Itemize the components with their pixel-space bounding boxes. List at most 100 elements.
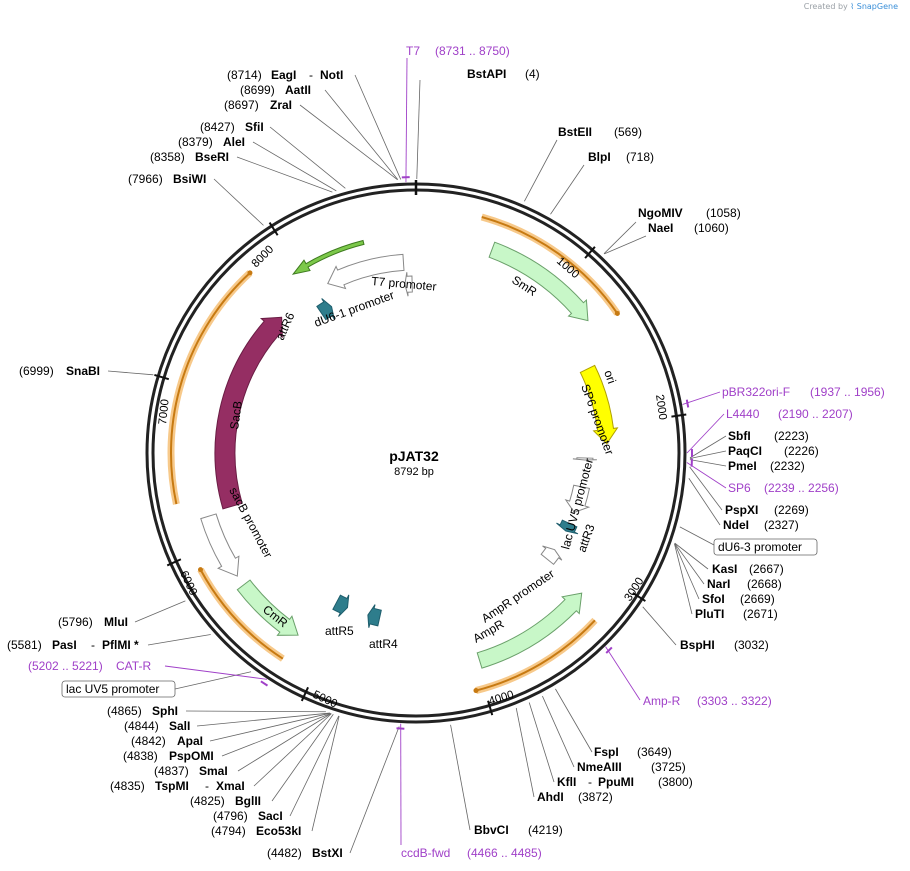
leader-pluti	[674, 543, 693, 615]
leader-fspi	[555, 688, 593, 753]
enzyme-sbfi: SbfI (2223)	[728, 429, 809, 443]
leader-bstapi	[416, 79, 421, 180]
leader-lines	[107, 57, 727, 854]
feature-arrow-ampprom	[540, 545, 563, 566]
enzyme-smai: (4837) SmaI	[154, 764, 228, 778]
enzyme-nmeaiii: NmeAIII (3725)	[577, 760, 686, 774]
enzyme-name: BseRI	[195, 150, 229, 164]
enzyme-name: Eco53kI	[256, 824, 301, 838]
tick-3000	[632, 592, 646, 602]
tick-2000	[671, 413, 687, 418]
leader-bbvci	[450, 724, 471, 831]
feature-label-ori: ori	[601, 368, 619, 385]
enzyme-name: AleI	[223, 135, 245, 149]
feature-arrow-attr4	[367, 604, 382, 628]
enzyme-name: PspOMI	[169, 749, 214, 763]
enzyme-name: SmaI	[199, 764, 228, 778]
enzyme-zrai: (8697) ZraI	[224, 98, 292, 112]
enzyme-pos: (4482)	[267, 846, 302, 860]
enzyme-name2: XmaI	[216, 779, 245, 793]
enzyme-pos: (8379)	[178, 135, 213, 149]
enzyme-pos: (7966)	[128, 172, 163, 186]
primer-leader-t7	[405, 57, 408, 183]
tick-label-1000: 1000	[554, 255, 581, 281]
feature-arrow-lacuv5	[564, 484, 591, 513]
leader-alei	[252, 141, 337, 192]
enzyme-name: ZraI	[270, 98, 292, 112]
leader-bglii	[271, 713, 334, 802]
enzyme-name: PasI	[52, 638, 77, 652]
orange-arc-head-2	[198, 567, 204, 573]
enzyme-name: NgoMIV	[638, 206, 683, 220]
enzyme-eco53ki: (4794) Eco53kI	[211, 824, 301, 838]
enzyme-name: SbfI	[728, 429, 751, 443]
leader-ahdi	[515, 707, 535, 798]
feature-label-t7-promoter: T7 promoter	[371, 274, 437, 294]
snapgene-credit: Created by ⌇ SnapGene	[804, 2, 898, 11]
enzyme-name: BsiWI	[173, 172, 206, 186]
boxed-label-du6-3-promoter: dU6-3 promoter	[718, 540, 802, 554]
leader-blpi	[550, 164, 585, 215]
enzyme-name: BbvCI	[474, 823, 509, 837]
enzyme-name: EagI	[271, 68, 296, 82]
enzyme-name: MluI	[104, 615, 128, 629]
enzyme-pos: (8697)	[224, 98, 259, 112]
enzyme-separator: -	[91, 638, 95, 652]
enzyme-alei: (8379) AleI	[178, 135, 245, 149]
enzyme-sfii: (8427) SfiI	[200, 120, 264, 134]
tick-6000	[166, 558, 182, 567]
enzyme-pos: (8714)	[227, 68, 262, 82]
leader-aatii	[324, 89, 399, 180]
leader-sbfi	[689, 435, 727, 459]
primer-leader-pbr322ori	[682, 391, 721, 405]
feature-label-sacb: SacB	[227, 400, 245, 430]
enzyme-pos: (3800)	[658, 775, 693, 789]
leader-ndei	[688, 478, 721, 526]
tick-8000	[268, 222, 279, 236]
enzyme-ngomiv: NgoMIV (1058)	[638, 206, 741, 220]
enzyme-pos: (4844)	[124, 719, 159, 733]
enzyme-bstapi: BstAPI (4)	[467, 67, 540, 81]
feature-label-ampr-promoter: AmpR promoter	[479, 567, 557, 626]
leader-pspomi	[221, 713, 332, 757]
feature-arrow-sacbprom	[200, 513, 240, 577]
enzyme-bsteii: BstEII (569)	[558, 125, 642, 139]
enzyme-pos: (3032)	[734, 638, 769, 652]
enzyme-eagi-noti: (8714) EagI - NotI	[227, 68, 343, 82]
boxed-du6-3-promoter	[713, 538, 818, 556]
boxed-lac-uv5-promoter	[61, 680, 176, 698]
primer-amp-r-range: (3303 .. 3322)	[697, 694, 772, 708]
enzyme-name: PspXI	[725, 503, 758, 517]
primer-leader-sp6	[686, 462, 727, 489]
leader-nari	[674, 543, 705, 585]
orange-arcs	[167, 213, 621, 694]
enzyme-pos: (4865)	[107, 704, 142, 718]
enzyme-pos: (4219)	[528, 823, 563, 837]
feature-arrow-sp6prom	[572, 457, 597, 461]
enzyme-separator: -	[309, 68, 313, 82]
primer-amp-r-name: Amp-R	[643, 694, 681, 708]
feature-arrow-ori	[579, 364, 619, 445]
leader-pspxi	[689, 466, 723, 511]
leader-bstxi	[349, 726, 400, 854]
enzyme-pos: (4796)	[213, 809, 248, 823]
primer-leader-cat-r	[164, 665, 267, 680]
enzyme-name: PaqCI	[728, 444, 762, 458]
feature-arrow-t7prom	[404, 272, 413, 297]
orange-arc-head-1	[473, 688, 479, 694]
tick-marks	[154, 180, 687, 716]
feature-label-attr4: attR4	[369, 637, 398, 651]
leader-naei	[604, 235, 647, 255]
enzyme-separator: -	[205, 779, 209, 793]
leader-sphi	[185, 710, 326, 713]
leader-bsphi	[642, 606, 677, 646]
leader-kasi	[674, 542, 709, 570]
enzyme-name: BglII	[235, 794, 261, 808]
enzyme-sali: (4844) SalI	[124, 719, 190, 733]
enzyme-tspmi-xmai: (4835) TspMI - XmaI	[110, 779, 245, 793]
boxed-label-lac-uv5-promoter: lac UV5 promoter	[66, 682, 159, 696]
enzyme-pos: (4825)	[190, 794, 225, 808]
enzyme-pos: (3725)	[651, 760, 686, 774]
feature-arrows	[200, 239, 619, 669]
feature-arrow-smr	[488, 241, 589, 322]
